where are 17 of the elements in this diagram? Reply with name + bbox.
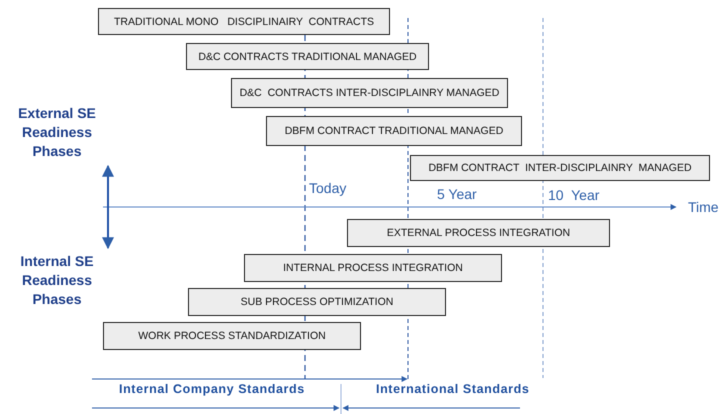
phase-bar: TRADITIONAL MONO DISCIPLINAIRY CONTRACTS — [98, 8, 390, 35]
range-label: International Standards — [376, 381, 530, 398]
time-label: 5 Year — [437, 185, 477, 204]
phase-bar: D&C CONTRACTS TRADITIONAL MANAGED — [186, 43, 429, 70]
phase-bar: EXTERNAL PROCESS INTEGRATION — [347, 219, 610, 247]
time-label: 10 Year — [548, 186, 600, 205]
range-label: Internal Company Standards — [119, 381, 305, 398]
phase-bar: WORK PROCESS STANDARDIZATION — [103, 322, 361, 350]
phase-bar: D&C CONTRACTS INTER-DISCIPLAINRY MANAGED — [231, 78, 508, 108]
time-label: Today — [309, 179, 346, 198]
phase-bar: DBFM CONTRACT INTER-DISCIPLAINRY MANAGED — [410, 155, 710, 181]
axis-label: Time — [688, 198, 719, 217]
phase-bar: DBFM CONTRACT TRADITIONAL MANAGED — [266, 116, 522, 146]
phase-bar: INTERNAL PROCESS INTEGRATION — [244, 254, 502, 282]
phase-bar: SUB PROCESS OPTIMIZATION — [188, 288, 446, 316]
axis-heading: External SE Readiness Phases — [17, 104, 97, 161]
axis-heading: Internal SE Readiness Phases — [19, 252, 95, 309]
